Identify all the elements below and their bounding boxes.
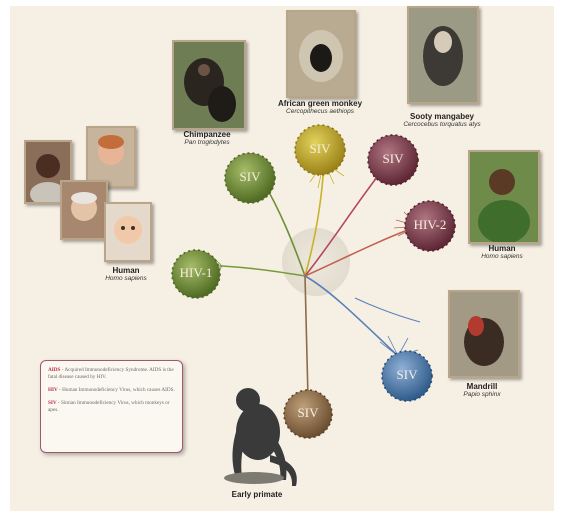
human-photo-4 <box>104 202 152 262</box>
sooty-mangabey-caption: Sooty mangabey Cercocebus torquatus atys <box>392 112 492 129</box>
sooty-mangabey-photo <box>407 6 479 104</box>
human-left-common-name: Human <box>96 266 156 275</box>
chimpanzee-common-name: Chimpanzee <box>160 130 254 139</box>
human-right-photo <box>468 150 540 244</box>
virus-siv-early: SIV <box>284 390 332 438</box>
sooty-mangabey-scientific-name: Cercocebus torquatus atys <box>392 121 492 128</box>
mandrill-photo <box>448 290 520 378</box>
virus-siv-sooty: SIV <box>368 135 418 185</box>
african-green-monkey-caption: African green monkey Cercopithecus aethi… <box>262 99 378 116</box>
svg-text:HIV-2: HIV-2 <box>414 217 447 232</box>
virus-hiv2: HIV-2 <box>405 201 455 251</box>
mandrill-scientific-name: Papio sphinx <box>448 391 516 398</box>
legend-hiv: HIV - Human Immunodeficiency Virus, whic… <box>48 387 175 394</box>
human-right-caption: Human Homo sapiens <box>464 244 540 261</box>
svg-text:SIV: SIV <box>240 169 262 184</box>
legend-box: AIDS - Acquired Immunodeficiency Syndrom… <box>40 360 183 453</box>
african-green-monkey-photo <box>286 10 356 98</box>
early-primate-common-name: Early primate <box>212 490 302 499</box>
virus-siv-mandrill: SIV <box>382 351 432 401</box>
legend-aids: AIDS - Acquired Immunodeficiency Syndrom… <box>48 367 175 381</box>
human-right-common-name: Human <box>464 244 540 253</box>
sooty-mangabey-common-name: Sooty mangabey <box>392 112 492 121</box>
virus-siv-chimp: SIV <box>225 153 275 203</box>
mandrill-common-name: Mandrill <box>448 382 516 391</box>
early-primate-caption: Early primate <box>212 490 302 499</box>
svg-text:HIV-1: HIV-1 <box>180 265 213 280</box>
virus-siv-agm: SIV <box>295 125 345 175</box>
african-green-monkey-common-name: African green monkey <box>262 99 378 108</box>
mandrill-caption: Mandrill Papio sphinx <box>448 382 516 399</box>
legend-siv: SIV - Simian Immunodeficiency Virus, whi… <box>48 400 175 414</box>
human-right-scientific-name: Homo sapiens <box>464 253 540 260</box>
svg-text:SIV: SIV <box>383 151 405 166</box>
human-left-caption: Human Homo sapiens <box>96 266 156 283</box>
chimpanzee-caption: Chimpanzee Pan troglodytes <box>160 130 254 147</box>
african-green-monkey-scientific-name: Cercopithecus aethiops <box>262 108 378 115</box>
svg-text:SIV: SIV <box>310 141 332 156</box>
chimpanzee-scientific-name: Pan troglodytes <box>160 139 254 146</box>
svg-text:SIV: SIV <box>298 405 320 420</box>
virus-hiv1: HIV-1 <box>172 250 220 298</box>
chimpanzee-photo <box>172 40 246 130</box>
human-photo-2 <box>86 126 136 188</box>
svg-text:SIV: SIV <box>397 367 419 382</box>
early-primate-illustration <box>224 388 297 486</box>
human-left-scientific-name: Homo sapiens <box>96 275 156 282</box>
human-photo-3 <box>60 180 108 240</box>
